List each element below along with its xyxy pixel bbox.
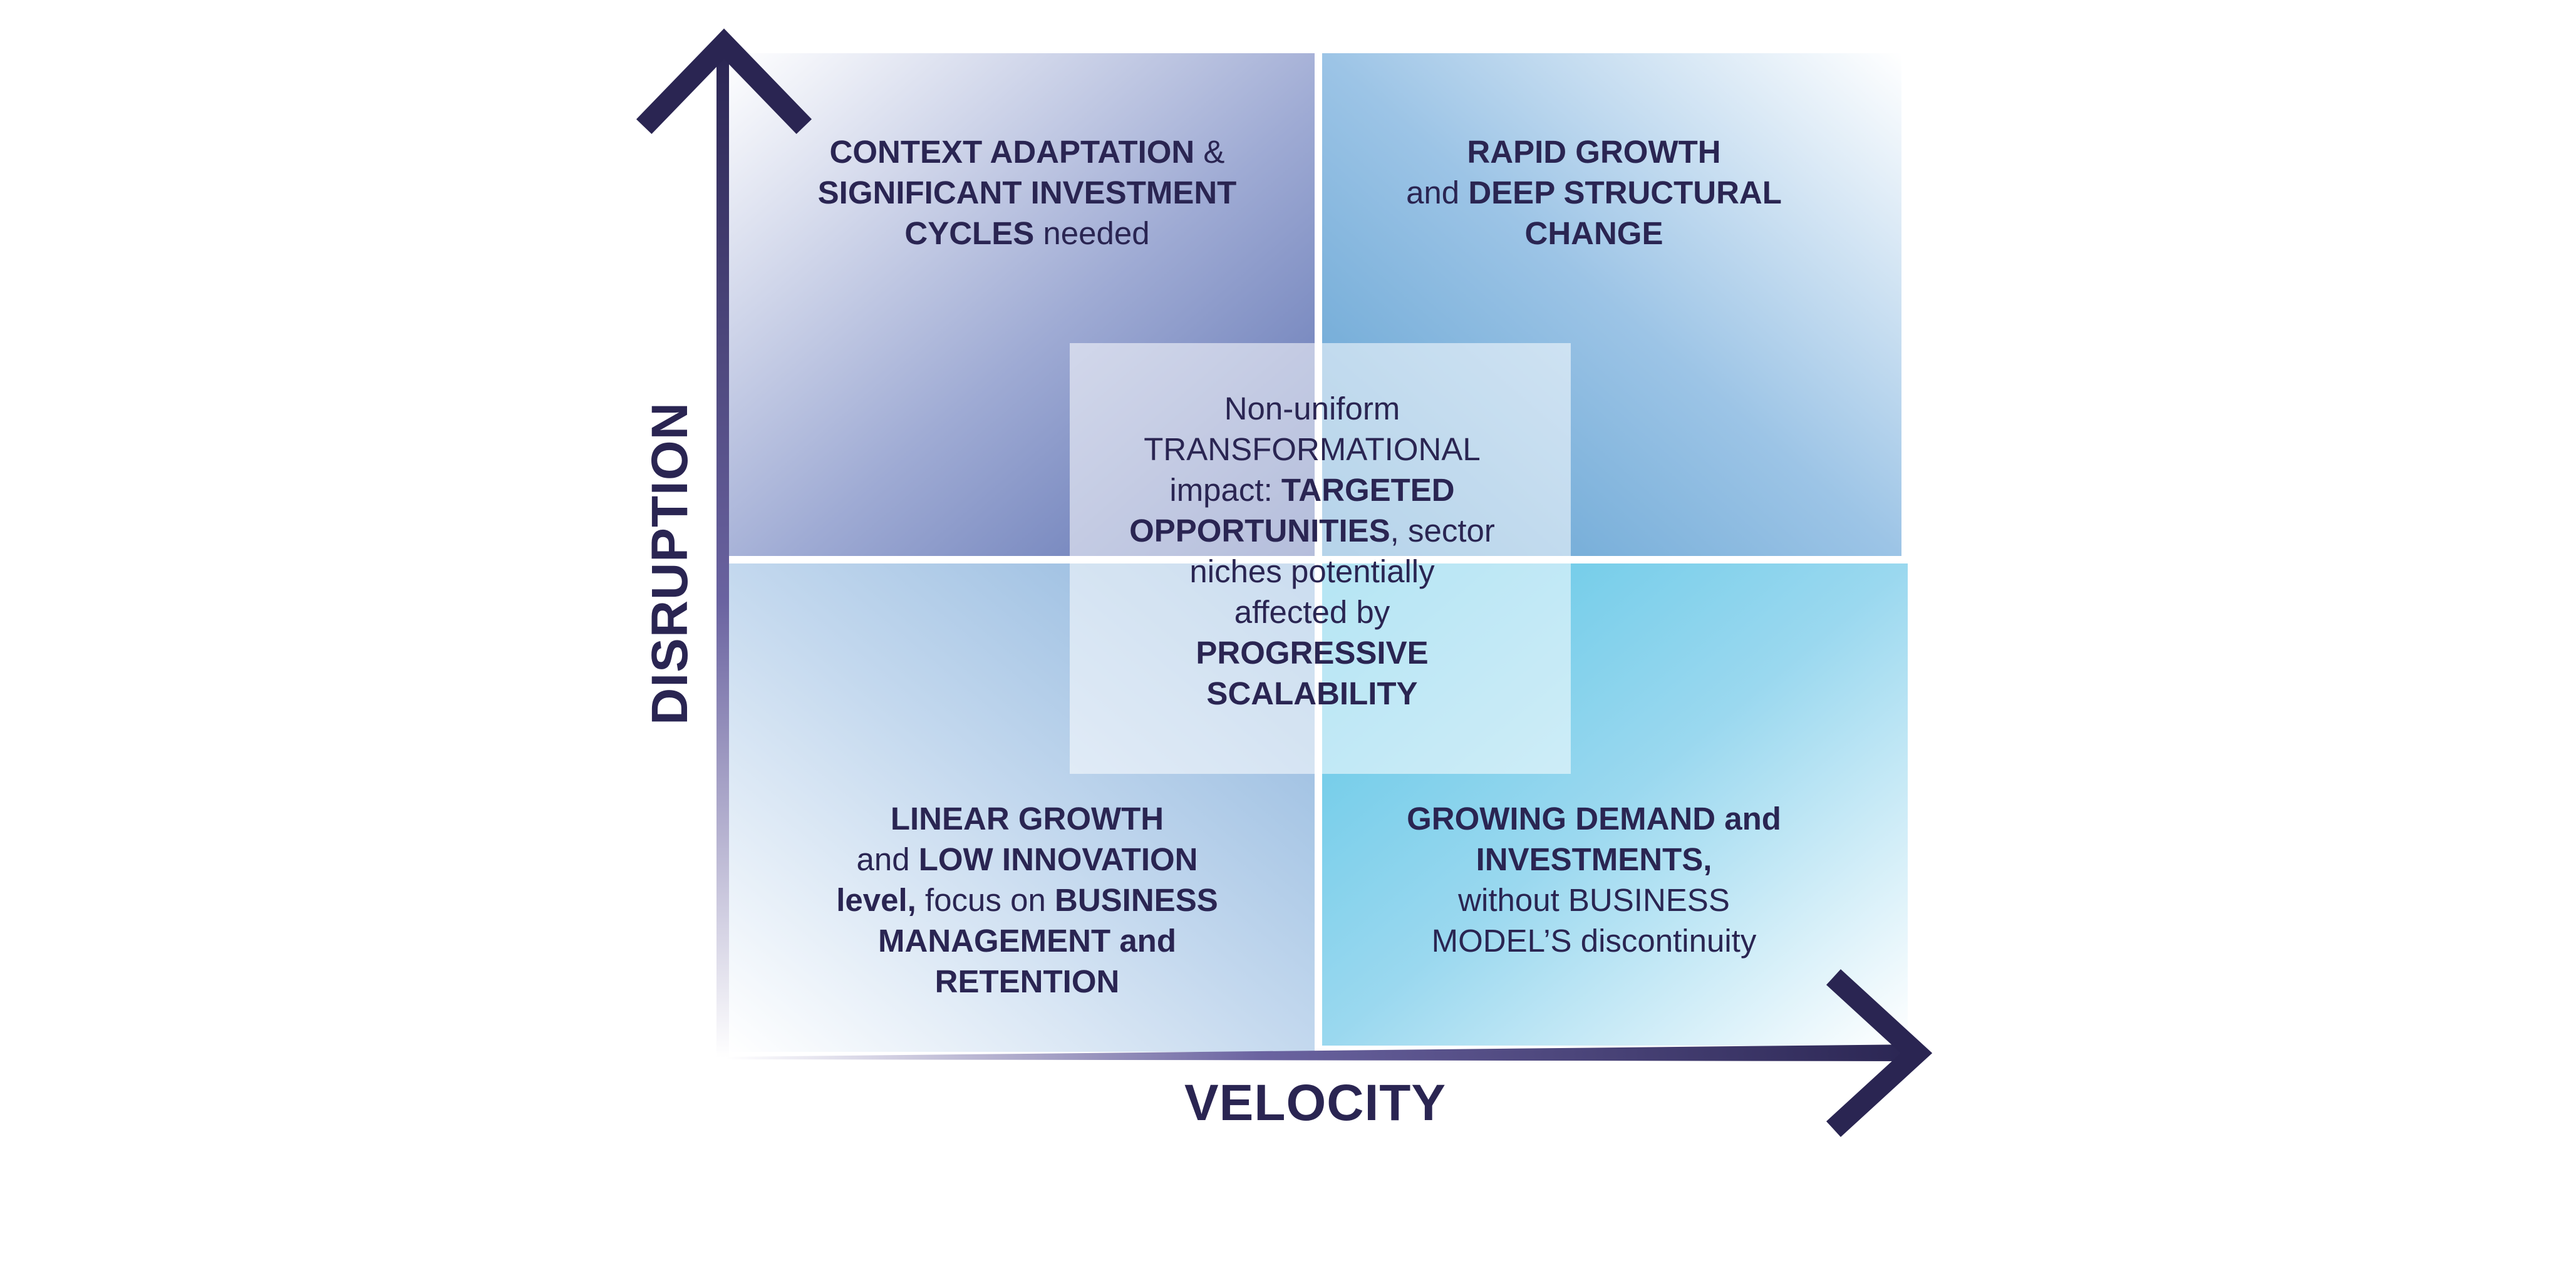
text: & bbox=[1194, 134, 1225, 170]
text-bold: RETENTION bbox=[934, 964, 1120, 999]
text: impact: bbox=[1169, 472, 1281, 508]
text-bold: LINEAR GROWTH bbox=[890, 801, 1164, 836]
text-bold: CYCLES bbox=[904, 215, 1035, 251]
text-bold: TARGETED bbox=[1281, 472, 1455, 508]
y-axis-shaft bbox=[716, 44, 729, 1058]
text: focus on bbox=[916, 882, 1055, 918]
text-bold: PROGRESSIVE bbox=[1196, 635, 1429, 671]
quadrant-bottom-right-text: GROWING DEMAND and INVESTMENTS, without … bbox=[1328, 798, 1860, 961]
text-bold: RAPID GROWTH bbox=[1467, 134, 1721, 170]
text: without BUSINESS bbox=[1458, 882, 1730, 918]
text: and bbox=[856, 841, 919, 877]
center-box bbox=[1070, 343, 1571, 774]
text: , sector bbox=[1390, 513, 1495, 548]
text: niches potentially bbox=[1189, 553, 1435, 589]
text-bold: DEEP STRUCTURAL bbox=[1468, 175, 1782, 210]
text: TRANSFORMATIONAL bbox=[1144, 431, 1481, 467]
text-bold: GROWING DEMAND and bbox=[1407, 801, 1781, 836]
axis-y-label: DISRUPTION bbox=[641, 402, 698, 725]
axis-x-label: VELOCITY bbox=[1184, 1074, 1447, 1131]
quadrant-top-right-text: RAPID GROWTH and DEEP STRUCTURAL CHANGE bbox=[1328, 131, 1860, 254]
text: needed bbox=[1034, 215, 1150, 251]
text-bold: INVESTMENTS, bbox=[1476, 841, 1712, 877]
quadrant-bottom-left-text: LINEAR GROWTH and LOW INNOVATION level, … bbox=[761, 798, 1293, 1002]
text-bold: CHANGE bbox=[1524, 215, 1663, 251]
y-axis-arrowhead-icon bbox=[636, 28, 812, 135]
text-bold: CONTEXT ADAPTATION bbox=[829, 134, 1195, 170]
text-bold: MANAGEMENT and bbox=[878, 923, 1176, 959]
text: Non-uniform bbox=[1224, 391, 1400, 426]
x-axis-arrowhead-icon bbox=[1826, 969, 1933, 1138]
text-bold: LOW INNOVATION bbox=[918, 841, 1198, 877]
text-bold: level, bbox=[836, 882, 916, 918]
text-bold: SCALABILITY bbox=[1206, 676, 1418, 711]
text: MODEL’S discontinuity bbox=[1431, 923, 1757, 959]
text: and bbox=[1406, 175, 1469, 210]
x-axis-shaft bbox=[727, 1044, 1916, 1061]
quadrant-top-left-text: CONTEXT ADAPTATION & SIGNIFICANT INVESTM… bbox=[761, 131, 1293, 254]
center-text: Non-uniform TRANSFORMATIONAL impact: TAR… bbox=[1065, 388, 1560, 714]
text: affected by bbox=[1234, 594, 1390, 630]
text-bold: OPPORTUNITIES bbox=[1129, 513, 1390, 548]
text-bold: SIGNIFICANT INVESTMENT bbox=[817, 175, 1237, 210]
text-bold: BUSINESS bbox=[1055, 882, 1218, 918]
